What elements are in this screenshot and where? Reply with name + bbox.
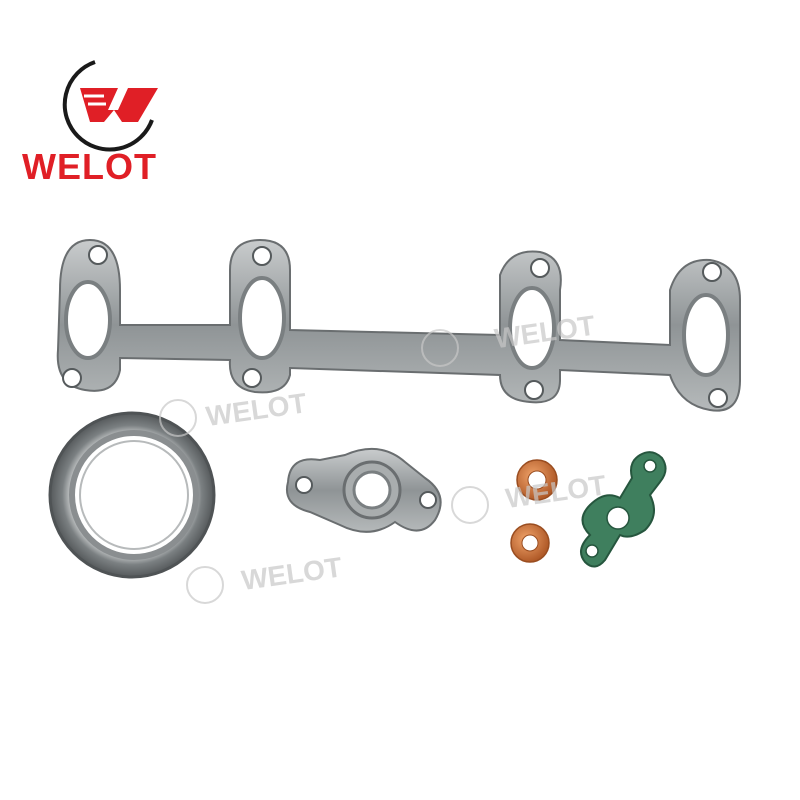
- watermark: WELOT: [186, 551, 344, 604]
- copper-washers: [510, 459, 558, 563]
- logo-speed-lines: [84, 94, 106, 106]
- logo-swoosh-ring: [62, 60, 154, 152]
- watermark-text: WELOT: [239, 551, 343, 596]
- brand-name: WELOT: [22, 146, 157, 187]
- manifold-gasket: [56, 238, 741, 412]
- ring-gasket: [48, 411, 216, 579]
- watermark-text: WELOT: [204, 387, 308, 432]
- welot-logo: [62, 60, 158, 152]
- fiber-gasket: [580, 451, 667, 568]
- flange-gasket: [286, 447, 442, 533]
- copper-washer: [510, 523, 550, 563]
- copper-washer: [516, 459, 558, 501]
